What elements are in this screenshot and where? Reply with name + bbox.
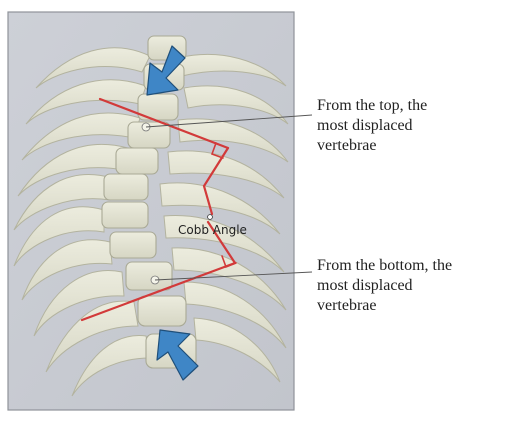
bottom-callout-line-1: From the bottom, the xyxy=(317,257,453,274)
cobb-angle-label: Cobb Angle xyxy=(178,223,247,237)
cobb-lines xyxy=(80,97,237,322)
top-callout: From the top, the most displaced vertebr… xyxy=(317,96,502,156)
bottom-callout-line-3: vertebrae xyxy=(317,297,377,314)
vertebra xyxy=(109,231,157,259)
right-ribs xyxy=(159,54,289,383)
leader-lines xyxy=(145,114,313,281)
arrow-up-right-icon xyxy=(156,329,199,381)
cobb-angle-vertex xyxy=(207,214,213,220)
vertebra xyxy=(103,173,149,201)
vertebra xyxy=(101,201,149,229)
vertebra xyxy=(137,295,187,327)
top-callout-line-1: From the top, the xyxy=(317,97,428,114)
arrow-down-right-icon xyxy=(146,45,186,96)
bottom-callout-line-2: most displaced xyxy=(317,277,413,294)
vertebra xyxy=(125,261,173,291)
top-callout-line-3: vertebrae xyxy=(317,137,377,154)
vertebra xyxy=(115,147,159,175)
spine xyxy=(101,35,197,369)
vertebra xyxy=(137,93,179,121)
left-ribs xyxy=(13,47,151,397)
bottom-callout: From the bottom, the most displaced vert… xyxy=(317,256,502,316)
top-callout-line-2: most displaced xyxy=(317,117,413,134)
